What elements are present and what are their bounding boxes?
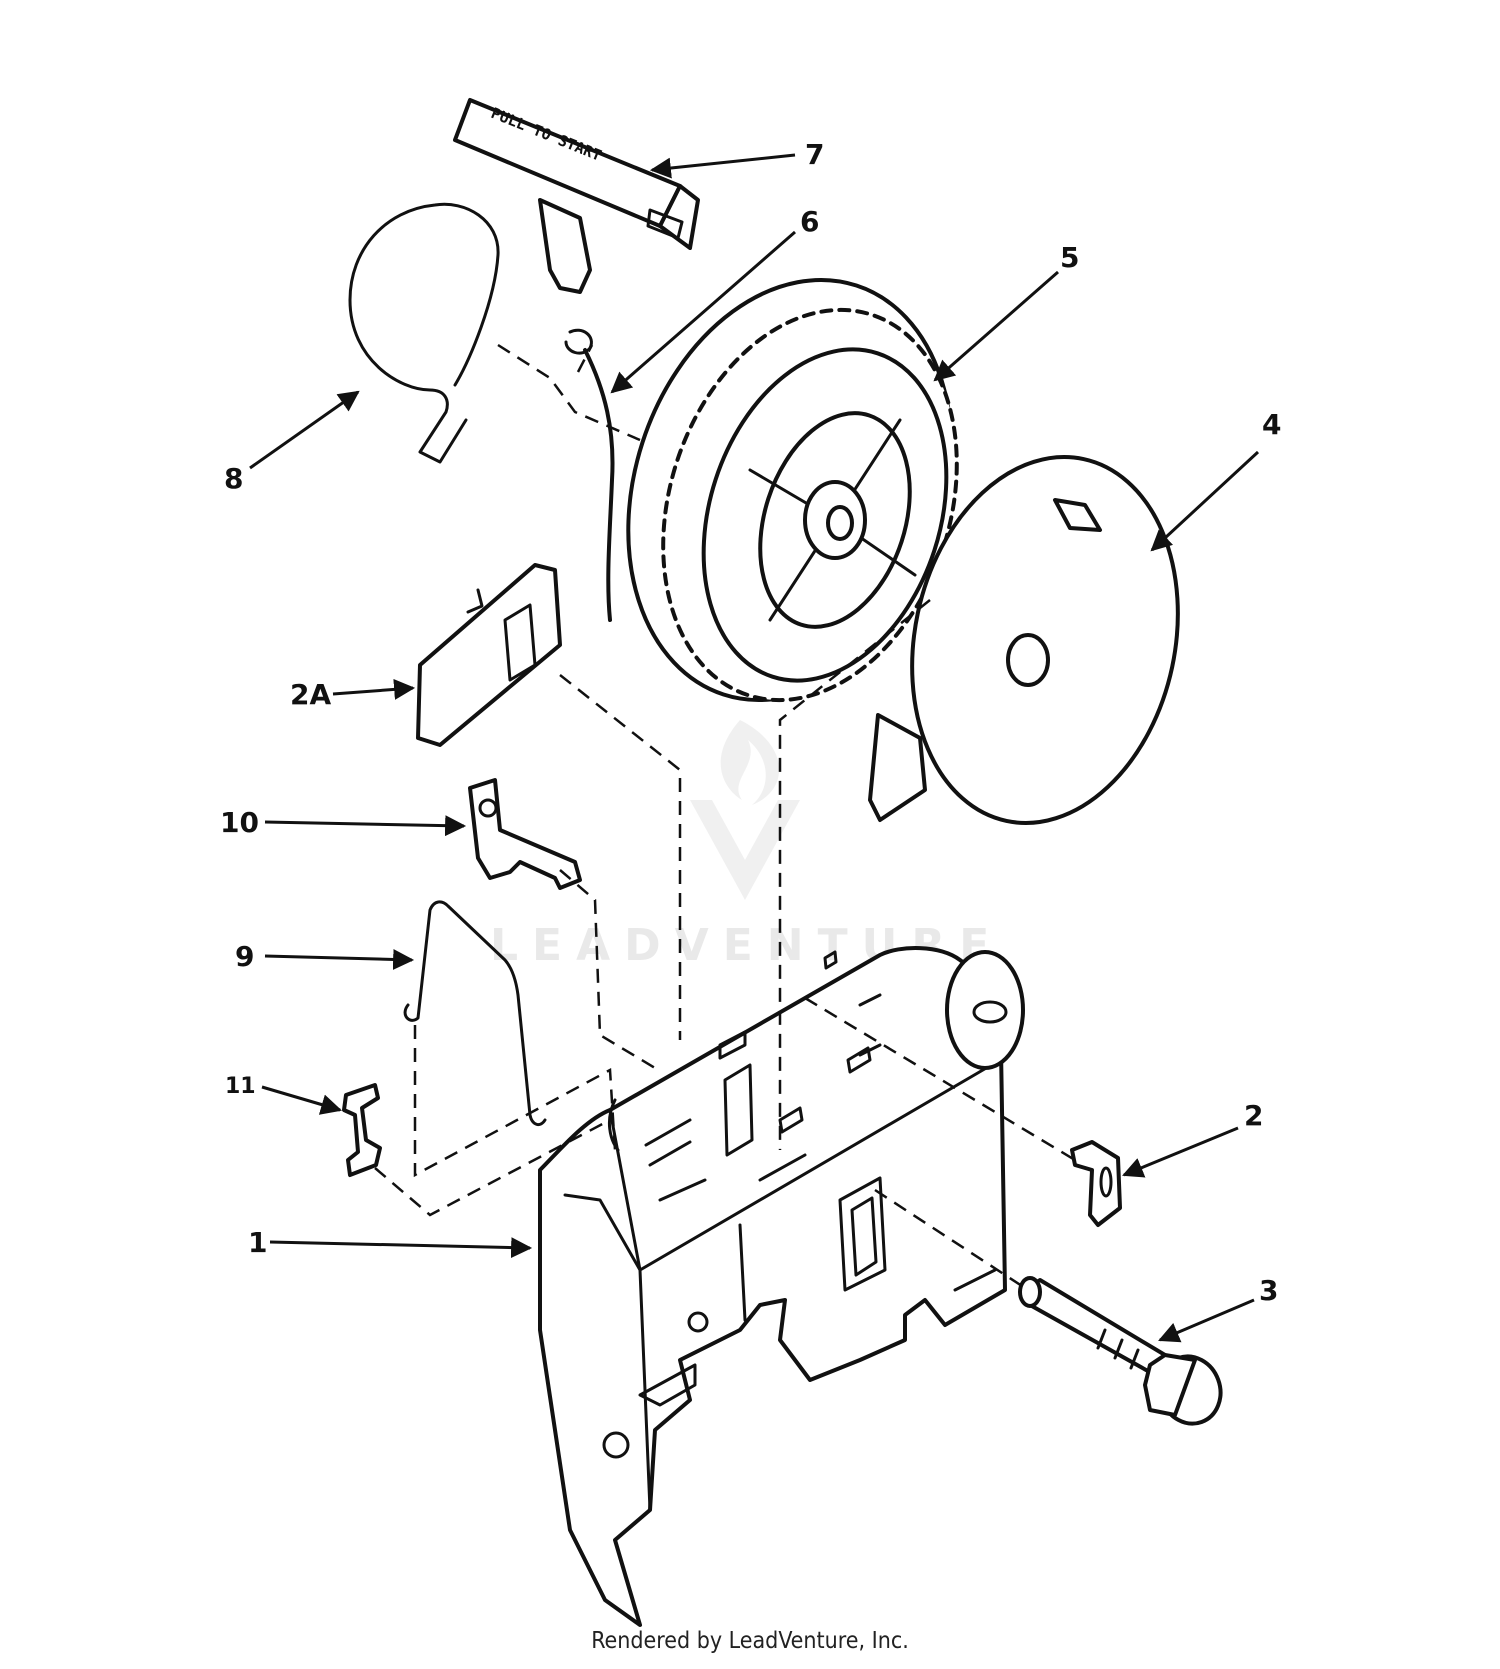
callout-11: 11 bbox=[225, 1074, 256, 1099]
callout-5: 5 bbox=[1060, 241, 1079, 274]
callout-7: 7 bbox=[805, 138, 824, 171]
render-credit: Rendered by LeadVenture, Inc. bbox=[591, 1628, 909, 1654]
pawl bbox=[468, 778, 582, 890]
callout-6: 6 bbox=[800, 205, 819, 238]
callout-8: 8 bbox=[224, 462, 243, 495]
callout-9: 9 bbox=[235, 940, 254, 973]
starter-handle: PULL TO START bbox=[453, 98, 700, 294]
starter-rope bbox=[564, 328, 615, 622]
callout-4: 4 bbox=[1262, 408, 1281, 441]
flame-logo-icon bbox=[690, 720, 800, 900]
spring-cup bbox=[868, 455, 1180, 825]
rope-guide bbox=[348, 202, 500, 464]
watermark: LEADVENTURE bbox=[490, 720, 989, 971]
callout-1: 1 bbox=[248, 1226, 267, 1259]
pawl-plate bbox=[416, 563, 562, 747]
callout-labels: 1 2 2A 3 4 5 6 7 8 9 10 11 bbox=[220, 138, 1281, 1307]
assembly-lines bbox=[374, 343, 1076, 1290]
callout-2: 2 bbox=[1244, 1099, 1263, 1132]
callout-leaders bbox=[249, 153, 1260, 1343]
shoulder-bolt bbox=[1018, 1276, 1223, 1426]
callout-10: 10 bbox=[220, 806, 259, 839]
brake-spring bbox=[403, 900, 547, 1127]
callout-2a: 2A bbox=[290, 678, 331, 711]
retainer-clip bbox=[342, 1083, 382, 1177]
callout-3: 3 bbox=[1259, 1274, 1278, 1307]
starter-housing bbox=[538, 946, 1025, 1627]
pawl-retainer bbox=[1070, 1140, 1122, 1227]
